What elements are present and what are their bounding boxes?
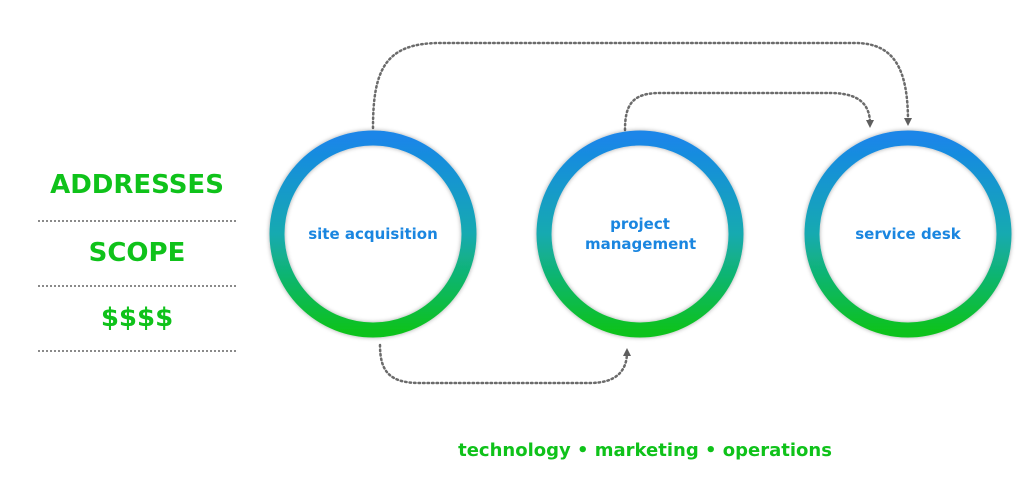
divider (38, 285, 236, 287)
circle-service-desk (804, 130, 1012, 338)
circle-site-acquisition (269, 130, 477, 338)
arrow-site-to-service (371, 41, 912, 130)
label-scope: SCOPE (88, 238, 186, 268)
footer-categories: technology • marketing • operations (458, 440, 832, 461)
project-management-label: project management (585, 215, 697, 253)
arrow-project-to-service (623, 91, 874, 132)
divider (38, 350, 236, 352)
service-desk-label: service desk (855, 225, 961, 243)
circle-project-management (536, 130, 744, 338)
label-addresses: ADDRESSES (50, 170, 224, 200)
site-acquisition-label: site acquisition (308, 225, 438, 243)
label-cost: $$$$ (100, 303, 174, 333)
divider (38, 220, 236, 222)
arrow-site-to-project (378, 343, 631, 385)
